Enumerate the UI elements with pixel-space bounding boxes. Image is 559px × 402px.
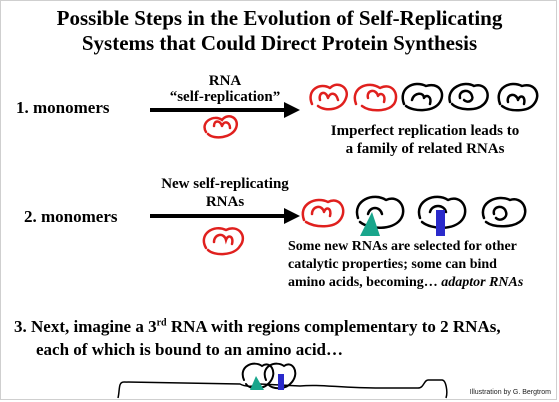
rna-black-3 [497,82,539,112]
rna-black-6 [481,196,527,228]
amino-acid-green [360,212,380,236]
step1-rna-family [309,82,539,112]
step1-arrowhead [284,102,300,118]
step2-caption-3-italic: adaptor RNAs [441,275,524,290]
step2-rna-set [301,195,527,229]
step2-label: 2. monomers [24,207,118,226]
step2-small-rna [202,227,245,256]
step2-caption-1: Some new RNAs are selected for other [288,239,517,254]
step3-line-1-b: RNA with regions complementary to 2 RNAs… [166,317,501,336]
step3-template-rna [117,379,448,399]
step1-caption-1: Imperfect replication leads to [330,123,520,139]
rna-black-4 [355,195,405,229]
step2-arrow-top: New self-replicating [161,176,289,192]
amino-acid-blue [436,210,445,236]
step3-amino-green [250,376,264,390]
step2-arrowhead [284,208,300,224]
step3-line-1-sup: rd [156,317,167,329]
step2-caption-3-plain: amino acids, becoming… [288,275,442,290]
step3-line-2: each of which is bound to an amino acid… [36,340,343,359]
credit: Illustration by G. Bergtrom [469,389,551,396]
step1-arrow-bottom: “self-replication” [169,89,281,105]
title-line-1: Possible Steps in the Evolution of Self-… [56,6,503,30]
step1-arrow-top: RNA [208,73,242,89]
step3-line-1: 3. Next, imagine a 3rd RNA with regions … [14,317,501,337]
step1-label: 1. monomers [16,98,110,117]
rna-red-3 [301,198,345,228]
rna-red-1 [309,83,349,111]
step1-caption-2: a family of related RNAs [345,141,505,157]
step3-adaptor-pair [241,362,297,390]
step3-line-1-a: 3. Next, imagine a 3 [14,317,157,336]
rna-black-1 [401,82,444,112]
step1-small-rna [203,115,239,139]
step3-amino-blue [278,374,284,390]
title-line-2: Systems that Could Direct Protein Synthe… [81,31,478,55]
rna-red-2 [353,83,398,112]
step2-caption-2: catalytic properties; some can bind [288,257,497,272]
rna-black-2 [448,82,489,111]
step2-arrow-bottom: RNAs [205,194,245,210]
step2-caption-3: amino acids, becoming… adaptor RNAs [288,274,523,291]
